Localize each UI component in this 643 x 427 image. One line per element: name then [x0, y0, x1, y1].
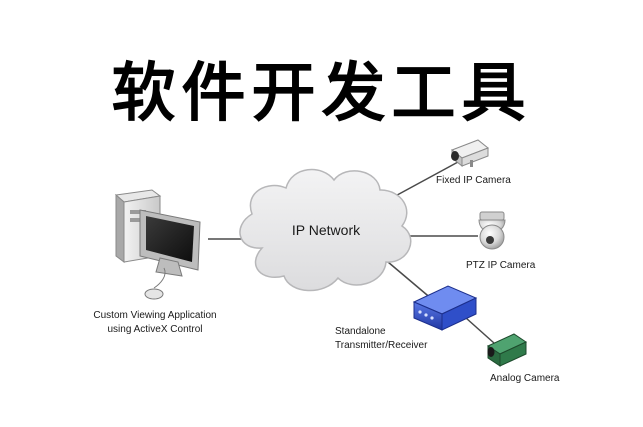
transmitter-icon	[412, 285, 478, 331]
link-transmitter-analog	[465, 317, 495, 344]
transmitter-label-line2: Transmitter/Receiver	[335, 340, 428, 351]
ip-network-label: IP Network	[292, 222, 361, 238]
workstation-label-line2: using ActiveX Control	[107, 324, 202, 335]
workstation-label-line1: Custom Viewing Application	[93, 310, 216, 321]
workstation-icon	[114, 189, 201, 300]
fixed-camera-label: Fixed IP Camera	[436, 175, 511, 186]
headline: 软件开发工具	[111, 57, 532, 131]
link-network-fixed-camera	[387, 161, 459, 201]
ptz-camera-icon	[478, 211, 506, 250]
link-network-transmitter	[387, 261, 434, 301]
analog-camera-label: Analog Camera	[490, 373, 560, 384]
transmitter-label-line1: Standalone	[335, 326, 386, 337]
ptz-camera-label: PTZ IP Camera	[466, 260, 536, 271]
analog-camera-icon	[486, 333, 528, 367]
fixed-camera-icon	[451, 139, 489, 168]
ip-network-cloud: IP Network	[239, 168, 412, 292]
